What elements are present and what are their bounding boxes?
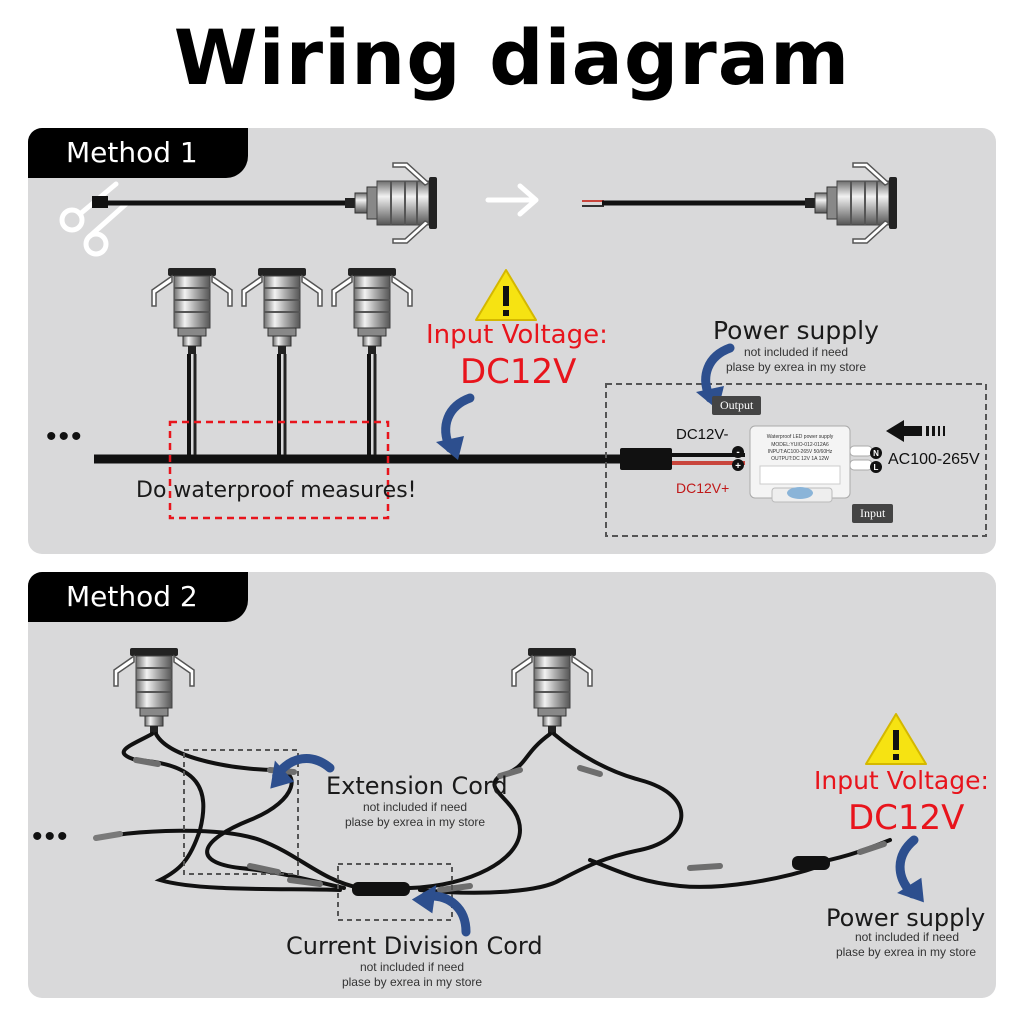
more-lamps-ellipsis: ••• [46,420,84,453]
terminal-l: L [874,463,879,472]
power-supply-area [605,383,987,537]
extension-cord-note-2: plase by exrea in my store [344,815,486,829]
division-cord-title: Current Division Cord [286,932,543,960]
psu-label-line1: Waterproof LED power supply [767,434,834,440]
warning-icon [475,269,537,321]
cable-plug [92,196,108,208]
cable [418,732,684,895]
cable [94,828,362,890]
scissors-icon [59,181,129,257]
division-cord-area [337,863,453,921]
extension-cord-note-1: not included if need [362,800,468,814]
waterproof-area [168,420,390,520]
division-cord-note-2: plase by exrea in my store [341,975,483,989]
spotlight-vertical [331,267,413,355]
input-voltage-label: Input Voltage: [814,766,989,795]
extension-cord-area [183,749,299,875]
input-voltage-label: Input Voltage: [426,320,608,350]
splitter-connector [792,856,830,870]
warning-icon [865,713,927,765]
waterproof-note: Do waterproof measures! [136,478,417,503]
spotlight-vertical [511,647,593,735]
power-supply-unit: Waterproof LED power supply MODEL:YUIO-0… [749,425,851,503]
dc-plus-label: DC12V+ [676,480,730,496]
input-voltage-value: DC12V [848,798,965,838]
svg-text:-: - [736,447,739,458]
spotlight-vertical [113,647,195,735]
psu-label-line3: INPUT:AC100-265V 50/60Hz [768,449,833,455]
method-1-tab: Method 1 [28,128,248,178]
power-supply-note-1: not included if need [854,930,960,944]
method-2-panel [28,572,996,998]
cable [408,732,552,890]
power-supply-title: Power supply [826,904,986,932]
power-supply-note-2: plase by exrea in my store [835,945,977,959]
input-voltage-value: DC12V [460,352,577,392]
power-supply-note-2: plase by exrea in my store [725,360,867,374]
output-tag: Output [712,396,762,415]
curved-arrow-icon [882,840,935,910]
power-supply-title: Power supply [713,316,879,345]
input-tag: Input [852,504,894,523]
right-arrow-icon [485,183,539,217]
dc-connector [620,448,672,470]
spotlight-vertical [241,267,323,355]
ac-voltage-label: AC100-265V [888,451,980,468]
spotlight-horizontal [804,162,898,244]
psu-label-line2: MODEL:YUIO-012-012A6 [771,442,829,448]
method-2-tab: Method 2 [28,572,248,622]
psu-label-line4: OUTPUT:DC 12V 1A 12W [771,456,829,462]
spotlight-horizontal [344,162,438,244]
svg-text:+: + [735,461,741,472]
more-lamps-ellipsis: ••• [32,820,70,853]
page-title: Wiring diagram [173,13,851,102]
input-arrow-icon [886,420,945,442]
spotlight-vertical [151,267,233,355]
terminal-n: N [873,449,879,458]
extension-cord-title: Extension Cord [326,772,508,800]
power-supply-note-1: not included if need [743,345,849,359]
division-cord-note-1: not included if need [359,960,465,974]
cable [588,858,822,889]
splitter-connector [352,882,410,896]
dc-minus-label: DC12V- [676,426,729,443]
curved-arrow-icon [436,398,470,460]
